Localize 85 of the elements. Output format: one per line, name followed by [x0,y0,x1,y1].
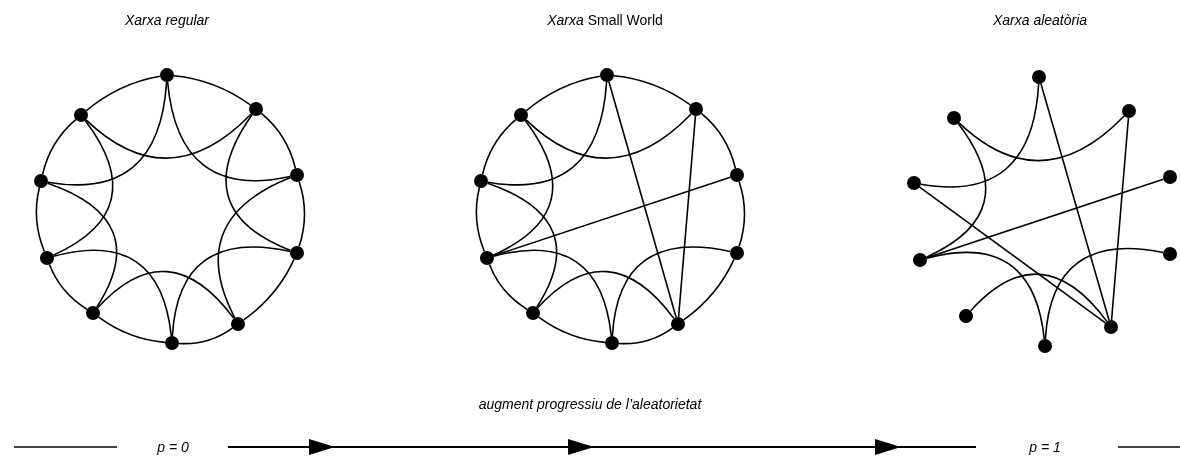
network-link [536,270,675,320]
network-node-dot [730,168,744,182]
network-link [925,251,1046,340]
network-node-dot [947,111,961,125]
network-link [618,327,674,345]
network-link [1040,82,1110,322]
axis-caption: augment progressiu de l’aleatorietat [476,396,704,412]
network-link [492,249,613,337]
network-link [1110,117,1130,321]
network-link [611,246,731,337]
network-node-dot [671,317,685,331]
network-node-dot [1122,104,1136,118]
network-link [700,112,737,169]
network-node-dot [1104,320,1118,334]
network-link [52,119,114,256]
network-link [35,187,46,253]
network-title: Xarxa aleatòria [990,12,1090,28]
network-link [260,112,297,169]
network-link [171,246,291,337]
network-node-dot [1163,247,1177,261]
network-node-dot [600,68,614,82]
network-link [677,115,697,318]
network-node-dot [480,251,494,265]
network-node-dot [1032,70,1046,84]
network-link [486,182,558,308]
probability-label: p = 0 [155,439,191,455]
network-link [46,182,118,308]
network-node-dot [86,306,100,320]
network-link [225,113,292,252]
network-node-dot [165,336,179,350]
network-link [166,81,291,182]
network-node-dot [514,108,528,122]
network-link [85,75,161,112]
network-node-dot [474,174,488,188]
network-link [85,113,252,159]
network-link [492,119,554,256]
network-link [96,270,235,320]
network-link [1044,247,1164,340]
network-node-dot [160,68,174,82]
network-link [738,180,746,248]
network-node-dot [34,174,48,188]
network-link [487,81,608,186]
network-link [52,249,173,337]
network-link [481,118,517,175]
network-node-dot [913,253,927,267]
network-link [525,75,601,112]
network-node-dot [730,246,744,260]
network-link [217,176,292,319]
network-link [969,273,1108,323]
network-node-dot [907,176,921,190]
network-link [608,80,677,319]
network-title: Xarxa regular [123,12,211,28]
network-link [488,263,528,311]
network-link [41,118,77,175]
network-node-dot [605,336,619,350]
network-link [298,180,306,248]
probability-label: p = 1 [1027,439,1063,455]
network-link [242,258,295,321]
network-link [958,115,1125,162]
network-link [682,258,735,321]
network-link [47,81,168,186]
network-node-dot [1038,339,1052,353]
network-node-dot [249,102,263,116]
network-node-dot [290,246,304,260]
network-node-dot [689,102,703,116]
network-link [920,83,1040,188]
network-link [173,74,252,106]
network-link [475,187,486,253]
network-node-dot [74,108,88,122]
network-link [925,178,1165,259]
network-node-dot [526,306,540,320]
network-node-dot [959,309,973,323]
network-node-dot [40,251,54,265]
network-link [925,122,987,258]
network-link [48,263,88,311]
network-node-dot [1163,170,1177,184]
network-link [613,74,692,106]
network-link [525,113,692,159]
network-title: Xarxa Small World [545,12,665,28]
network-node-dot [231,317,245,331]
network-link [918,186,1107,324]
network-link [97,316,166,344]
network-node-dot [290,168,304,182]
network-link [178,327,234,345]
network-link [537,316,606,344]
